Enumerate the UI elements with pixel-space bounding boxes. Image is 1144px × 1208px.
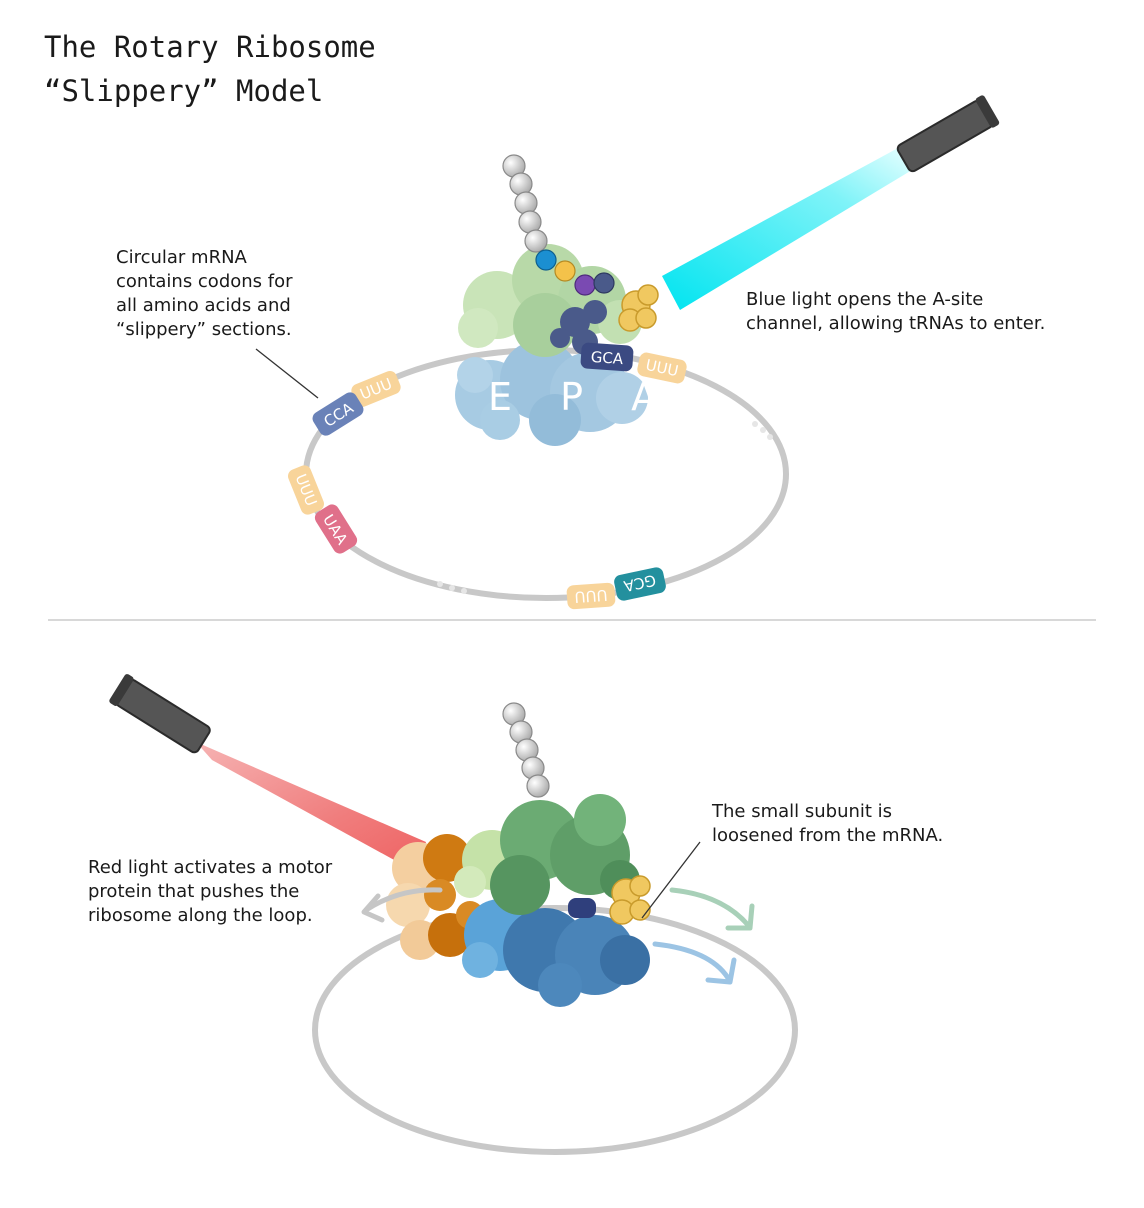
arrow-icon [361, 893, 385, 923]
mrna-note: Circular mRNA contains codons for all am… [116, 246, 293, 342]
blue-light-note-line: Blue light opens the A-site [746, 289, 984, 310]
subunit-note: The small subunit is loosened from the m… [712, 800, 943, 848]
amino-acid-yellow [554, 260, 576, 282]
arrow-icon [669, 887, 751, 928]
blue-light-note: Blue light opens the A-site channel, all… [746, 288, 1045, 336]
mrna-note-line: “slippery” sections. [116, 319, 292, 340]
amino-acid-blue [535, 249, 557, 271]
subunit-note-line: loosened from the mRNA. [712, 825, 944, 846]
amino-acid-chain-icon [502, 154, 548, 253]
arrow-icon [705, 957, 737, 985]
mrna-note-line: Circular mRNA [116, 247, 247, 268]
subunit-note-line: The small subunit is [712, 801, 893, 822]
gate-protein-top [618, 284, 659, 332]
flashlight-icon [896, 95, 1000, 173]
codon-uuu-lower-left: UUU [287, 465, 325, 515]
blue-light-beam [662, 148, 912, 310]
mrna-note-leader [255, 348, 319, 399]
codon-gca-site: GCA [580, 342, 634, 372]
red-light-note-line: ribosome along the loop. [88, 905, 313, 926]
title-line-2: “Slippery” Model [44, 74, 324, 108]
red-light-note-line: protein that pushes the [88, 881, 300, 902]
flashlight-icon [109, 674, 211, 754]
amino-acid-navy [593, 272, 615, 294]
red-light-note-line: Red light activates a motor [88, 857, 333, 878]
red-light-note: Red light activates a motor protein that… [88, 856, 332, 928]
codon-uuu-bottom-text: UUU [574, 586, 608, 606]
loop-ellipsis-bottom [437, 581, 467, 594]
codon-cca: CCA [312, 392, 364, 436]
loop-ellipsis-right [752, 421, 773, 440]
amino-acid-chain-icon [502, 702, 550, 798]
gate-protein-bottom [609, 875, 651, 925]
trna-bottom [568, 898, 596, 918]
small-subunit-bottom [462, 899, 650, 1007]
mrna-loop-bottom [312, 905, 798, 1155]
blue-light-note-line: channel, allowing tRNAs to enter. [746, 313, 1046, 334]
subunit-note-leader [641, 841, 701, 919]
arrow-icon [725, 903, 755, 931]
title-line-1: The Rotary Ribosome [44, 30, 376, 64]
site-labels: E P A [488, 375, 675, 419]
arrow-icon [652, 941, 731, 981]
small-subunit-top [455, 340, 648, 446]
codon-uuu-right: UUU [637, 352, 687, 384]
codon-uuu-bottom: UUU [566, 582, 616, 610]
large-subunit-bottom [454, 794, 640, 915]
codon-gca-bottom: GCA [614, 567, 666, 601]
amino-acid-purple [574, 274, 596, 296]
mrna-note-line: contains codons for [116, 271, 293, 292]
motor-protein [386, 834, 484, 960]
codon-gca-site-text: GCA [590, 348, 624, 368]
mrna-note-line: all amino acids and [116, 295, 291, 316]
red-light-beam [196, 742, 426, 872]
